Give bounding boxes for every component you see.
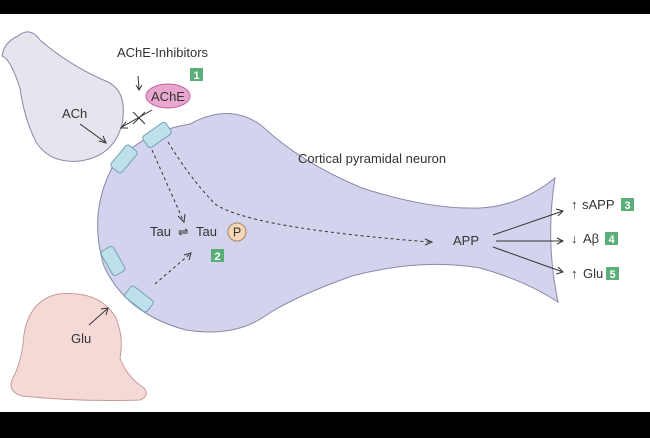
- badge-5: [606, 267, 619, 280]
- badge-1-label: 1: [193, 70, 199, 82]
- dashed-tau-arrowhead: [177, 213, 186, 224]
- tau-equilibrium-arrow: ⇌: [178, 225, 189, 239]
- ache-enzyme: [145, 83, 191, 109]
- cortical-pyramidal-neuron: [97, 113, 559, 333]
- receptor-top-right: [142, 121, 172, 149]
- ach-arrow: [79, 123, 106, 143]
- dashed-lower-arrowhead: [183, 252, 192, 261]
- dashed-lower-receptor-to-tau: [154, 253, 191, 285]
- block-cross-2: [132, 111, 146, 125]
- glu-out-arrowhead: [555, 266, 564, 275]
- dashed-app-arrowhead: [424, 238, 434, 246]
- app-label: APP: [453, 233, 479, 248]
- receptor-bottom-lower: [124, 285, 154, 313]
- glu-out-label: Glu: [583, 266, 603, 281]
- badge-2: [211, 249, 224, 262]
- sapp-arrowhead: [555, 208, 564, 217]
- blocked-arrowhead: [119, 121, 128, 129]
- sapp-up-arrow: ↑: [571, 197, 578, 212]
- abeta-label: Aβ: [583, 231, 599, 246]
- ache-enzyme-label: AChE: [151, 89, 185, 104]
- glu-presynaptic-cell: [10, 293, 147, 401]
- abeta-arrowhead: [556, 237, 565, 245]
- badge-5-label: 5: [609, 269, 615, 281]
- arrow-to-sapp: [492, 210, 564, 236]
- tau-left-label: Tau: [150, 224, 171, 239]
- badge-1: [190, 68, 203, 81]
- abeta-down-arrow: ↓: [571, 231, 578, 246]
- phospho-circle: [227, 222, 247, 242]
- ach-arrowhead: [98, 135, 107, 144]
- badge-4: [605, 232, 618, 245]
- badge-3: [621, 198, 634, 211]
- ach-presynaptic-cell: [1, 31, 124, 162]
- ache-inhibitors-label: AChE-Inhibitors: [117, 45, 209, 60]
- badge-2-label: 2: [214, 251, 220, 263]
- dashed-receptor-to-tau: [151, 149, 184, 221]
- sapp-label: sAPP: [582, 197, 615, 212]
- badge-4-label: 4: [608, 234, 615, 246]
- ach-label: ACh: [62, 106, 87, 121]
- arrow-to-glu: [492, 246, 564, 273]
- dashed-receptor-to-app: [167, 141, 431, 243]
- diagram-canvas: AChE-Inhibitors AChE 1 ACh Glu Cortical …: [0, 14, 650, 412]
- inhibitor-arrow: [137, 75, 140, 90]
- cortical-neuron-label: Cortical pyramidal neuron: [298, 151, 446, 166]
- badge-3-label: 3: [624, 200, 630, 212]
- glu-out-up-arrow: ↑: [571, 266, 578, 281]
- blocked-arrow: [121, 109, 153, 128]
- phospho-label: P: [233, 226, 241, 240]
- diagram-svg: AChE-Inhibitors AChE 1 ACh Glu Cortical …: [1, 31, 634, 401]
- tau-right-label: Tau: [196, 224, 217, 239]
- glu-arrowhead: [100, 307, 109, 316]
- glu-arrow: [88, 308, 108, 326]
- glu-neuron-label: Glu: [71, 331, 91, 346]
- receptor-bottom-upper: [100, 245, 126, 277]
- inhibitor-arrowhead: [135, 84, 143, 91]
- receptor-top-left: [110, 144, 138, 174]
